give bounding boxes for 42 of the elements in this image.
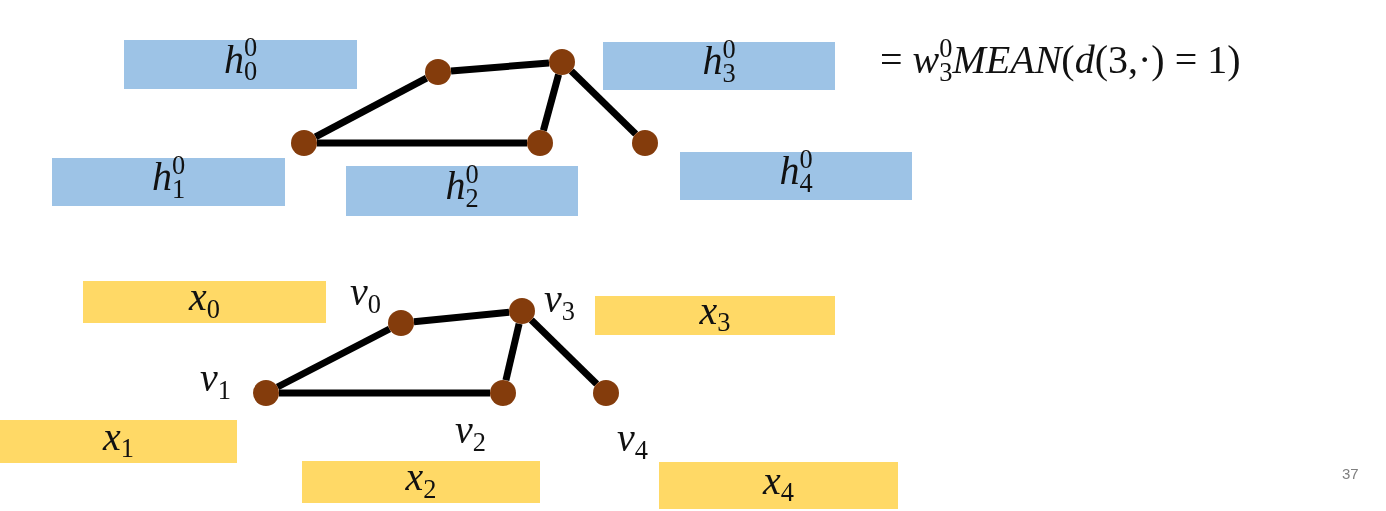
edge-line xyxy=(313,75,429,140)
feature-box xyxy=(680,152,912,200)
feature-box xyxy=(659,462,898,509)
graph-node-dot xyxy=(527,130,553,156)
graph-node-dot xyxy=(291,130,317,156)
feature-box xyxy=(603,42,835,90)
formula-text: = w$_{3}$$^{0}$MEAN(d(3,·) = 1) xyxy=(880,40,1241,80)
feature-box xyxy=(302,461,540,503)
node-label: v$_{1}$ xyxy=(200,358,231,398)
graph-node-dot xyxy=(632,130,658,156)
feature-box xyxy=(595,296,835,335)
feature-box xyxy=(346,166,578,216)
graph-node-dot xyxy=(593,380,619,406)
node-label: v$_{3}$ xyxy=(544,279,575,319)
node-label: v$_{0}$ xyxy=(350,272,381,312)
edge-line xyxy=(413,308,510,326)
feature-box xyxy=(0,420,237,463)
edge-line xyxy=(568,68,639,137)
math-label: x$_{4}$ xyxy=(763,460,794,501)
node-label: v$_{2}$ xyxy=(455,410,486,450)
math-label: x$_{1}$ xyxy=(103,416,134,457)
node-label: v$_{4}$ xyxy=(617,418,648,458)
math-label: x$_{0}$ xyxy=(189,277,220,317)
edge-line xyxy=(450,59,550,75)
edge-line xyxy=(502,322,523,382)
edge-line xyxy=(279,389,490,397)
feature-box xyxy=(52,158,285,206)
math-label: x$_{3}$ xyxy=(699,290,731,331)
graph-node-dot xyxy=(388,310,414,336)
graph-node-dot xyxy=(509,298,535,324)
page-number: 37 xyxy=(1342,465,1359,482)
graph-node-dot xyxy=(549,49,575,75)
graph-node-dot xyxy=(253,380,279,406)
edge-line xyxy=(540,73,562,132)
edge-line xyxy=(275,325,392,391)
math-label: x$_{2}$ xyxy=(405,457,437,497)
graph-node-dot xyxy=(490,380,516,406)
graph-node-dot xyxy=(425,59,451,85)
edge-line xyxy=(317,139,527,147)
feature-box xyxy=(83,281,326,323)
feature-box xyxy=(124,40,357,89)
edge-line xyxy=(528,317,600,387)
